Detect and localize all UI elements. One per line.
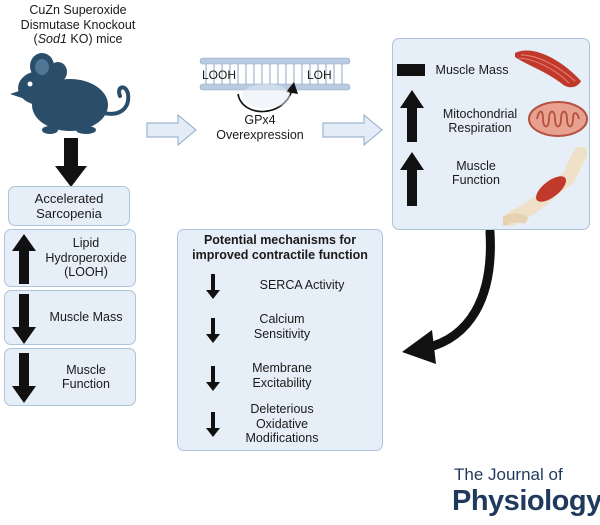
mouse-title: CuZn Superoxide Dismutase Knockout (Sod1… bbox=[4, 3, 152, 47]
journal-name-line2: Physiology bbox=[452, 485, 600, 517]
down-arrow-icon bbox=[12, 294, 36, 344]
mouse-title-line3: (Sod1 KO) mice bbox=[4, 32, 152, 47]
mechanisms-title-line1: Potential mechanisms for bbox=[203, 233, 357, 247]
down-arrow-icon bbox=[206, 274, 220, 299]
muscle-function-box: Muscle Function bbox=[4, 348, 136, 406]
muscle-function-label: Muscle Function bbox=[62, 362, 110, 392]
flow-arrow-icon bbox=[146, 113, 197, 147]
down-arrow-icon bbox=[206, 412, 220, 437]
mouse-title-line1: CuZn Superoxide bbox=[29, 3, 127, 17]
results-muscle-mass-label: Muscle Mass bbox=[435, 63, 509, 77]
mechanisms-title: Potential mechanisms for improved contra… bbox=[178, 233, 382, 263]
mouse-title-line2: Dismutase Knockout bbox=[20, 17, 136, 32]
mechanism-oxidative-label: Deleterious Oxidative Modifications bbox=[245, 402, 319, 445]
gpx4-enzyme-icon bbox=[237, 82, 298, 113]
down-arrow-icon bbox=[206, 318, 220, 343]
down-arrow-icon bbox=[12, 353, 36, 403]
mechanisms-box: Potential mechanisms for improved contra… bbox=[177, 229, 383, 451]
lipid-hydroperoxide-box: Lipid Hydroperoxide (LOOH) bbox=[4, 229, 136, 287]
loh-label: LOH bbox=[307, 68, 332, 82]
up-arrow-icon bbox=[12, 234, 36, 284]
mechanism-serca-label: SERCA Activity bbox=[259, 278, 345, 292]
results-box: Muscle Mass Mitochondrial Respiration Mu… bbox=[392, 38, 590, 230]
mouse-title-paren: ( bbox=[33, 32, 38, 46]
gpx4-overexpression-label: GPx4 Overexpression bbox=[216, 113, 304, 142]
mouse-title-gene: Sod1 bbox=[37, 32, 67, 46]
muscle-mass-box: Muscle Mass bbox=[4, 290, 136, 345]
results-mitochondrial-respiration-label: Mitochondrial Respiration bbox=[442, 107, 518, 135]
muscle-mass-label: Muscle Mass bbox=[49, 310, 123, 325]
curved-arrow-icon bbox=[402, 230, 495, 364]
up-arrow-icon bbox=[400, 152, 424, 206]
mouse-icon bbox=[10, 53, 131, 134]
lipid-hydroperoxide-label: Lipid Hydroperoxide (LOOH) bbox=[45, 236, 127, 280]
up-arrow-icon bbox=[400, 90, 424, 142]
flow-arrow-icon bbox=[322, 113, 383, 147]
mouse-title-rest: KO) mice bbox=[66, 32, 123, 46]
journal-name-line1: The Journal of bbox=[454, 465, 563, 484]
mechanism-membrane-label: Membrane Excitability bbox=[252, 361, 312, 390]
down-arrow-icon bbox=[206, 366, 220, 391]
mechanisms-title-line2: improved contractile function bbox=[192, 248, 368, 262]
arm-muscle-icon bbox=[503, 147, 587, 226]
looh-label: LOOH bbox=[202, 68, 237, 82]
accelerated-sarcopenia-box: Accelerated Sarcopenia bbox=[8, 186, 130, 226]
no-change-bar-icon bbox=[397, 64, 425, 76]
results-muscle-function-label: Muscle Function bbox=[452, 159, 500, 187]
muscle-icon bbox=[515, 50, 581, 88]
mouse-down-arrow-icon bbox=[55, 138, 87, 187]
mechanism-calcium-label: Calcium Sensitivity bbox=[253, 312, 311, 341]
mitochondrion-icon bbox=[528, 101, 588, 137]
accelerated-sarcopenia-label: Accelerated Sarcopenia bbox=[34, 191, 104, 221]
